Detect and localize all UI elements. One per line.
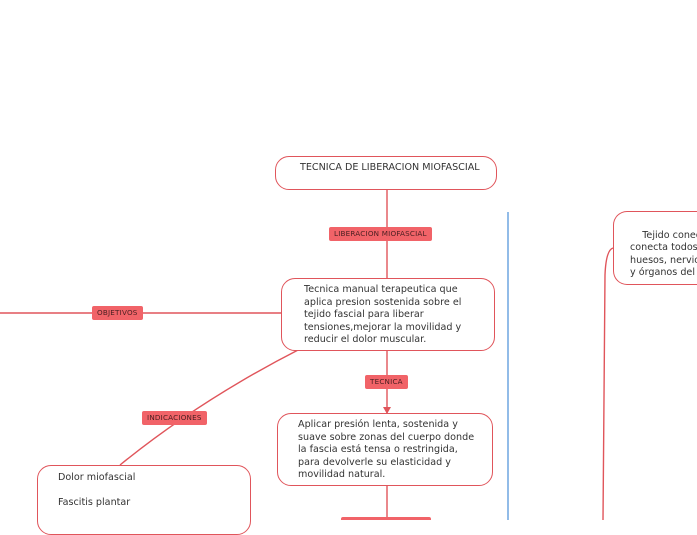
fascia-definition-text: Tejido conectivo flexible que envuelve y… [630, 229, 697, 279]
arrowhead-technique [383, 407, 391, 414]
label-indicaciones[interactable]: INDICACIONES [142, 411, 207, 425]
indications-node[interactable]: Dolor miofascial Fascitis plantar [37, 465, 251, 535]
connector-fascia [602, 247, 614, 520]
fascia-definition-node[interactable]: Tejido conectivo flexible que envuelve y… [613, 211, 697, 285]
mind-map-canvas: TECNICA DE LIBERACION MIOFASCIAL LIBERAC… [0, 156, 697, 535]
technique-node-text: Aplicar presión lenta, sostenida y suave… [298, 419, 475, 481]
definition-node-text: Tecnica manual terapeutica que aplica pr… [304, 284, 462, 346]
label-objetivos[interactable]: OBJETIVOS [92, 306, 143, 320]
indication-item: Fascitis plantar [58, 496, 131, 508]
connectors [0, 190, 614, 520]
root-node[interactable]: TECNICA DE LIBERACION MIOFASCIAL [275, 156, 497, 190]
connector-indicaciones [119, 348, 301, 466]
technique-node[interactable]: Aplicar presión lenta, sostenida y suave… [277, 413, 493, 486]
indication-item: Dolor miofascial [58, 472, 136, 483]
label-liberacion-miofascial[interactable]: LIBERACION MIOFASCIAL [329, 227, 432, 241]
label-tecnica[interactable]: TECNICA [365, 375, 408, 389]
label-stub-bottom [341, 517, 431, 520]
root-node-text: TECNICA DE LIBERACION MIOFASCIAL [300, 162, 480, 173]
definition-node[interactable]: Tecnica manual terapeutica que aplica pr… [281, 278, 495, 351]
